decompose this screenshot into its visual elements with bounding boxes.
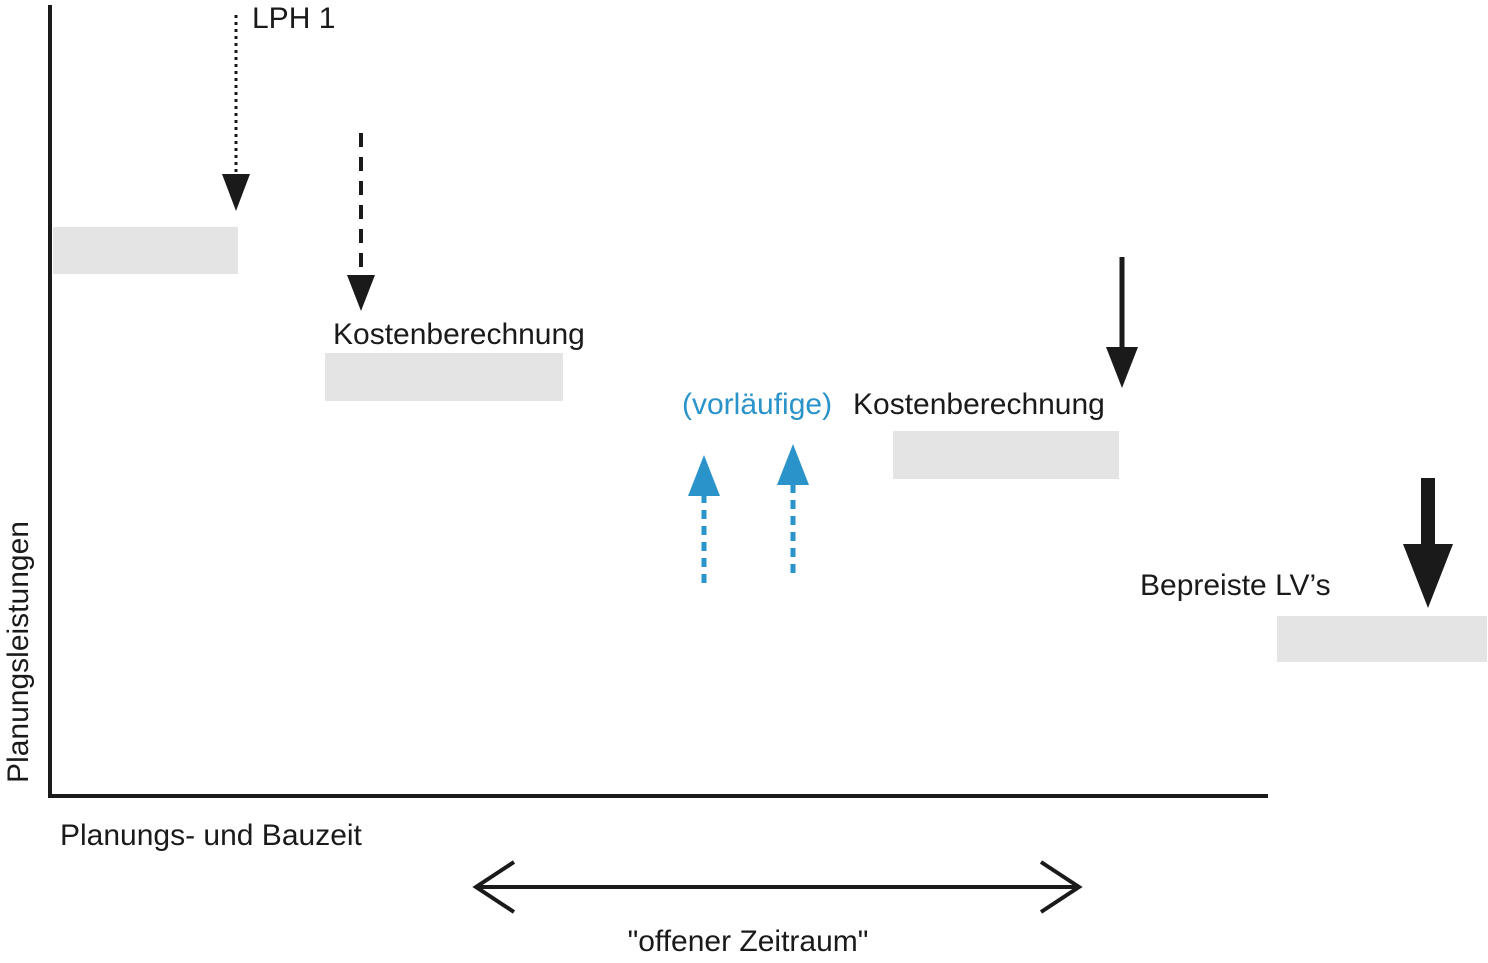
- label-bepreiste-lvs: Bepreiste LV’s: [1140, 569, 1331, 602]
- phase-bar-bepreiste-lvs: [1277, 616, 1487, 662]
- arrow-up-blue-1: [688, 455, 720, 586]
- axes: [48, 5, 1268, 798]
- arrow-kostenberechnung-solid: [1106, 257, 1138, 388]
- arrow-up-blue-2: [777, 444, 809, 575]
- arrow-down-icon: [1403, 544, 1453, 608]
- x-axis-label: Planungs- und Bauzeit: [60, 819, 363, 852]
- arrow-kostenberechnung-dashed: [347, 133, 375, 311]
- arrow-lph1-dotted: [222, 15, 250, 211]
- arrow-up-icon: [777, 444, 809, 485]
- arrow-down-icon: [1106, 347, 1138, 388]
- label-lph1: LPH 1: [252, 2, 335, 35]
- arrow-down-icon: [222, 174, 250, 211]
- double-arrow-offener-zeitraum: [472, 860, 1083, 914]
- phase-bars: [53, 227, 1487, 662]
- label-vorlaeufige: (vorläufige): [682, 388, 832, 421]
- phase-bar-lph1: [53, 227, 238, 274]
- phase-bar-kostenberechnung-2: [893, 431, 1119, 479]
- arrow-down-icon: [347, 275, 375, 311]
- label-kostenberechnung-1: Kostenberechnung: [333, 318, 585, 351]
- arrow-left-icon: [472, 860, 516, 914]
- label-offener-zeitraum: "offener Zeitraum": [628, 925, 869, 958]
- y-axis-label: Planungsleistungen: [2, 521, 35, 783]
- arrow-bepreiste-thick: [1403, 478, 1453, 608]
- arrow-up-icon: [688, 455, 720, 496]
- phase-bar-kostenberechnung-1: [325, 353, 563, 401]
- arrow-right-icon: [1039, 860, 1083, 914]
- label-kostenberechnung-2: Kostenberechnung: [853, 388, 1105, 421]
